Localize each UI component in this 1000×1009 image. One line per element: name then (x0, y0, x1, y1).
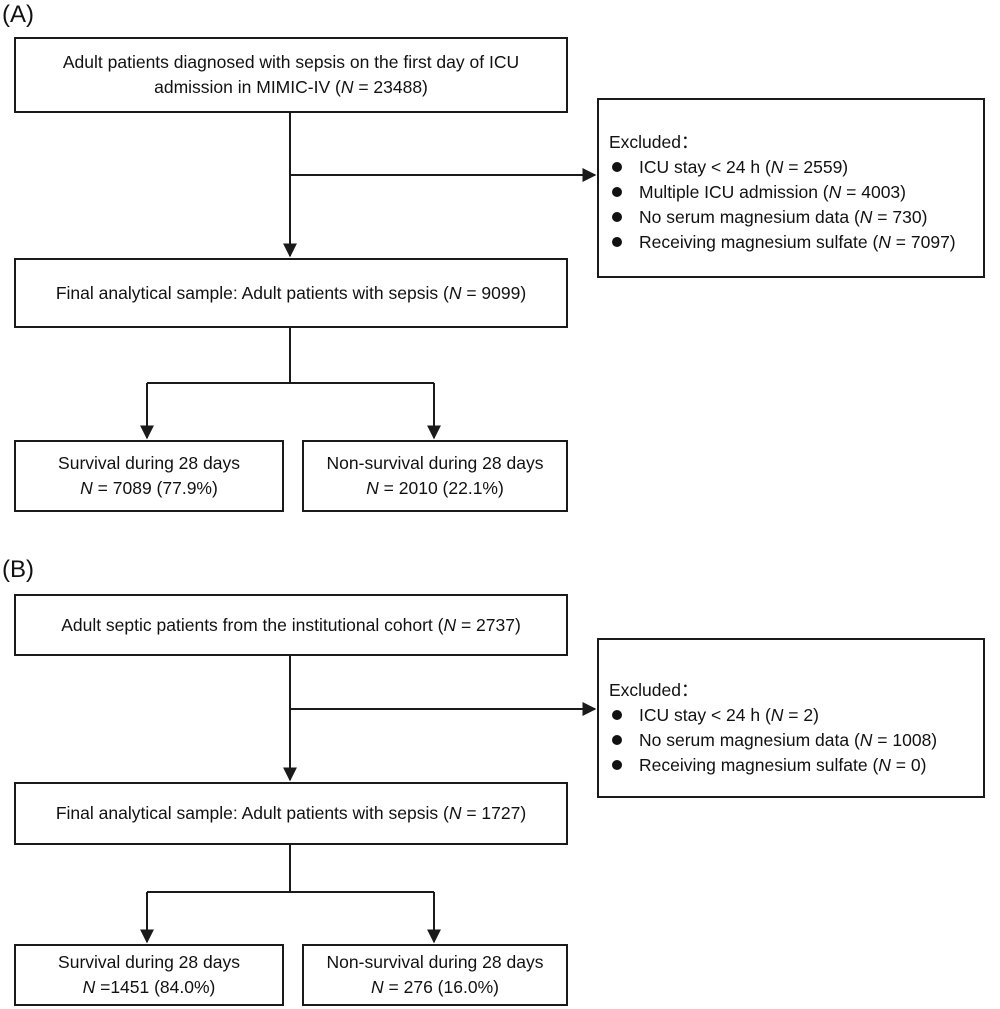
source-box-a: Adult patients diagnosed with sepsis on … (14, 37, 568, 113)
excluded-box-b: Excluded： ICU stay < 24 h (N = 2) No ser… (597, 638, 985, 798)
bullet-icon (612, 212, 622, 222)
survival-title-a: Survival during 28 days (58, 453, 240, 473)
excluded-item-a: ICU stay < 24 h (N = 2559) (609, 155, 973, 180)
final-text-b: Final analytical sample: Adult patients … (55, 803, 527, 823)
bullet-icon (612, 162, 622, 172)
excluded-list-a: ICU stay < 24 h (N = 2559) Multiple ICU … (609, 155, 973, 255)
survival-box-a: Survival during 28 days N = 7089 (77.9%) (14, 440, 284, 512)
nonsurvival-value-a: N = 2010 (22.1%) (366, 478, 504, 498)
excluded-title-a: Excluded： (609, 132, 699, 152)
panel-label-b: (B) (2, 556, 34, 583)
nonsurvival-title-a: Non-survival during 28 days (326, 453, 544, 473)
excluded-item-a: No serum magnesium data (N = 730) (609, 205, 973, 230)
nonsurvival-title-b: Non-survival during 28 days (326, 952, 544, 972)
panel-label-a: (A) (2, 1, 34, 28)
excluded-title-b: Excluded： (609, 680, 699, 700)
excluded-item-a: Multiple ICU admission (N = 4003) (609, 180, 973, 205)
nonsurvival-box-a: Non-survival during 28 days N = 2010 (22… (302, 440, 568, 512)
survival-value-b: N =1451 (84.0%) (82, 977, 216, 997)
source-line2-a: admission in MIMIC-IV (N = 23488) (154, 77, 428, 97)
nonsurvival-box-b: Non-survival during 28 days N = 276 (16.… (302, 944, 568, 1006)
bullet-icon (612, 710, 622, 720)
excluded-list-b: ICU stay < 24 h (N = 2) No serum magnesi… (609, 703, 973, 778)
source-line1-a: Adult patients diagnosed with sepsis on … (62, 52, 520, 72)
excluded-box-a: Excluded： ICU stay < 24 h (N = 2559) Mul… (597, 98, 985, 278)
survival-box-b: Survival during 28 days N =1451 (84.0%) (14, 944, 284, 1006)
source-text-b: Adult septic patients from the instituti… (61, 614, 521, 635)
final-box-a: Final analytical sample: Adult patients … (14, 258, 568, 328)
excluded-item-b: Receiving magnesium sulfate (N = 0) (609, 753, 973, 778)
final-box-b: Final analytical sample: Adult patients … (14, 782, 568, 845)
survival-title-b: Survival during 28 days (58, 952, 240, 972)
excluded-item-a: Receiving magnesium sulfate (N = 7097) (609, 230, 973, 255)
bullet-icon (612, 237, 622, 247)
final-text-a: Final analytical sample: Adult patients … (55, 282, 527, 303)
bullet-icon (612, 187, 622, 197)
bullet-icon (612, 760, 622, 770)
excluded-item-b: No serum magnesium data (N = 1008) (609, 728, 973, 753)
source-box-b: Adult septic patients from the instituti… (14, 594, 568, 656)
nonsurvival-value-b: N = 276 (16.0%) (371, 977, 499, 997)
excluded-item-b: ICU stay < 24 h (N = 2) (609, 703, 973, 728)
bullet-icon (612, 735, 622, 745)
survival-value-a: N = 7089 (77.9%) (80, 478, 218, 498)
